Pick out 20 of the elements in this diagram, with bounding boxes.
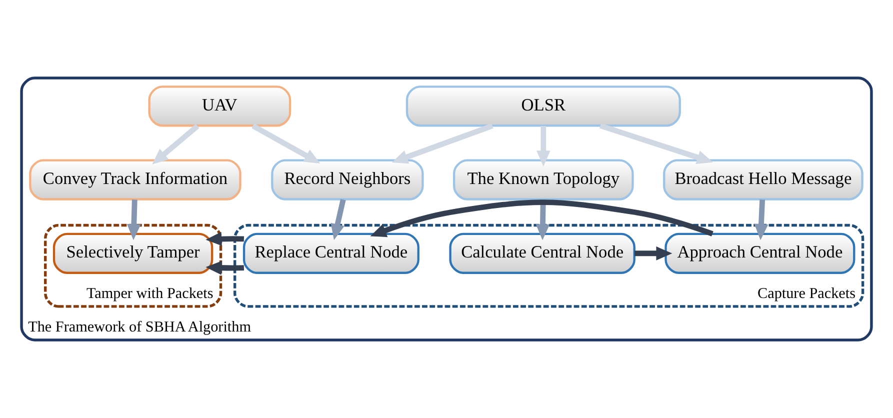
arrow — [536, 126, 550, 167]
node-box: Record Neighbors — [271, 159, 424, 200]
node-box: OLSR — [406, 86, 681, 127]
node-box: Replace Central Node — [242, 232, 420, 274]
node-box: Approach Central Node — [664, 232, 856, 274]
arrow — [634, 246, 672, 260]
arrow — [152, 124, 200, 164]
node-box: Convey Track Information — [29, 159, 242, 200]
node-box: Calculate Central Node — [449, 232, 636, 274]
node-box: The Known Topology — [453, 159, 634, 200]
arrow — [392, 123, 494, 164]
node-box: UAV — [148, 86, 292, 127]
node-box: Broadcast Hello Message — [663, 159, 864, 200]
arrow — [599, 123, 713, 164]
arrow — [206, 232, 244, 275]
arrow — [126, 200, 141, 240]
arrow — [330, 199, 346, 240]
arrow — [252, 123, 320, 164]
node-box: Selectively Tamper — [52, 232, 214, 274]
arrow — [754, 200, 768, 240]
